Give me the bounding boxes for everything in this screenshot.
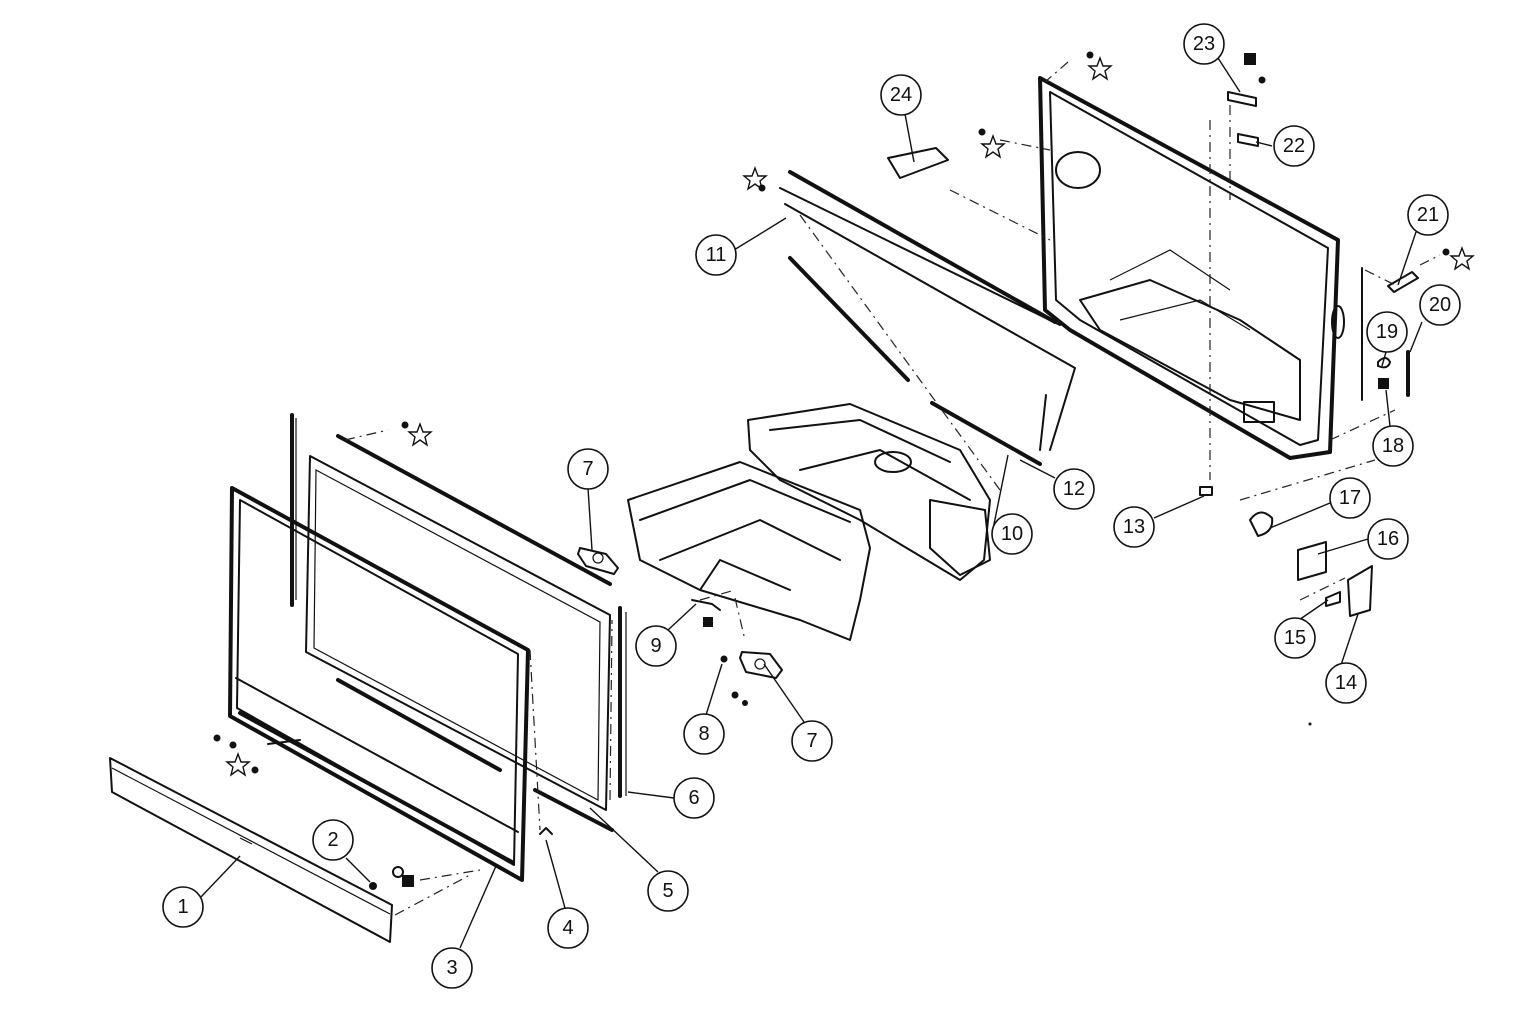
svg-text:21: 21 (1417, 204, 1439, 226)
assembly-guide-lines (344, 61, 1441, 916)
svg-text:16: 16 (1377, 528, 1399, 550)
svg-text:15: 15 (1284, 627, 1306, 649)
part-11-12-rear-bar (742, 166, 1076, 466)
svg-text:10: 10 (1001, 523, 1023, 545)
svg-text:19: 19 (1376, 321, 1398, 343)
callout-8: 8 (683, 713, 725, 755)
part-4-clip (539, 827, 553, 835)
part-5-bottom-strip (533, 788, 614, 832)
bezel-screws (213, 421, 433, 777)
callout-3: 3 (431, 947, 473, 989)
part-3-front-bezel (228, 486, 530, 882)
callout-2: 2 (312, 819, 354, 861)
callout-6: 6 (673, 777, 715, 819)
svg-text:9: 9 (650, 635, 661, 657)
part-6-side-strip (618, 606, 627, 798)
svg-text:1: 1 (177, 896, 188, 918)
svg-text:6: 6 (688, 787, 699, 809)
callout-12: 12 (1053, 468, 1095, 510)
svg-text:8: 8 (698, 723, 709, 745)
svg-text:14: 14 (1335, 672, 1357, 694)
svg-text:11: 11 (706, 244, 727, 266)
svg-text:7: 7 (806, 730, 817, 752)
callout-21: 21 (1407, 194, 1449, 236)
svg-text:17: 17 (1339, 487, 1361, 509)
part-22-23 (1227, 53, 1266, 147)
part-10-optical-chassis (627, 403, 991, 641)
callout-10: 10 (991, 513, 1033, 555)
callout-14: 14 (1325, 662, 1367, 704)
callout-7-upper: 7 (567, 448, 609, 490)
svg-text:4: 4 (562, 917, 573, 939)
rear-cabinet (1038, 51, 1363, 460)
part-24-bracket (887, 128, 1006, 179)
svg-text:3: 3 (446, 957, 457, 979)
callout-9: 9 (635, 625, 677, 667)
svg-text:7: 7 (582, 458, 593, 480)
part-7-bracket-upper (577, 547, 619, 575)
callout-1: 1 (162, 886, 204, 928)
svg-text:12: 12 (1063, 478, 1085, 500)
svg-text:23: 23 (1193, 33, 1215, 55)
callout-24: 24 (880, 74, 922, 116)
callout-23: 23 (1183, 23, 1225, 65)
callout-15: 15 (1274, 617, 1316, 659)
part-2-screw (369, 866, 414, 890)
callout-7-lower: 7 (791, 720, 833, 762)
callout-20: 20 (1419, 284, 1461, 326)
callout-19: 19 (1366, 311, 1408, 353)
screen-panel (290, 413, 612, 811)
callout-17: 17 (1329, 477, 1371, 519)
stray-dot (1308, 722, 1312, 726)
callout-11: 11 (695, 234, 737, 276)
svg-text:13: 13 (1123, 516, 1145, 538)
callout-16: 16 (1367, 518, 1409, 560)
part-7-bracket-lower (739, 651, 783, 679)
callout-13: 13 (1113, 506, 1155, 548)
svg-text:5: 5 (662, 880, 673, 902)
svg-text:22: 22 (1283, 135, 1305, 157)
part-18-21-hardware (1377, 246, 1475, 397)
svg-text:2: 2 (327, 829, 338, 851)
callout-labels: 1 2 3 4 5 6 7 7 8 9 10 11 12 13 14 15 16… (162, 23, 1461, 989)
part-8-9-hardware (691, 599, 748, 706)
leader-lines (199, 57, 1423, 949)
callout-22: 22 (1273, 125, 1315, 167)
callout-5: 5 (647, 870, 689, 912)
svg-text:18: 18 (1382, 435, 1404, 457)
callout-18: 18 (1372, 425, 1414, 467)
part-13-17-hardware (1199, 486, 1373, 617)
callout-4: 4 (547, 907, 589, 949)
svg-text:20: 20 (1429, 294, 1451, 316)
svg-text:24: 24 (890, 84, 912, 106)
part-1-front-trim (109, 757, 393, 943)
